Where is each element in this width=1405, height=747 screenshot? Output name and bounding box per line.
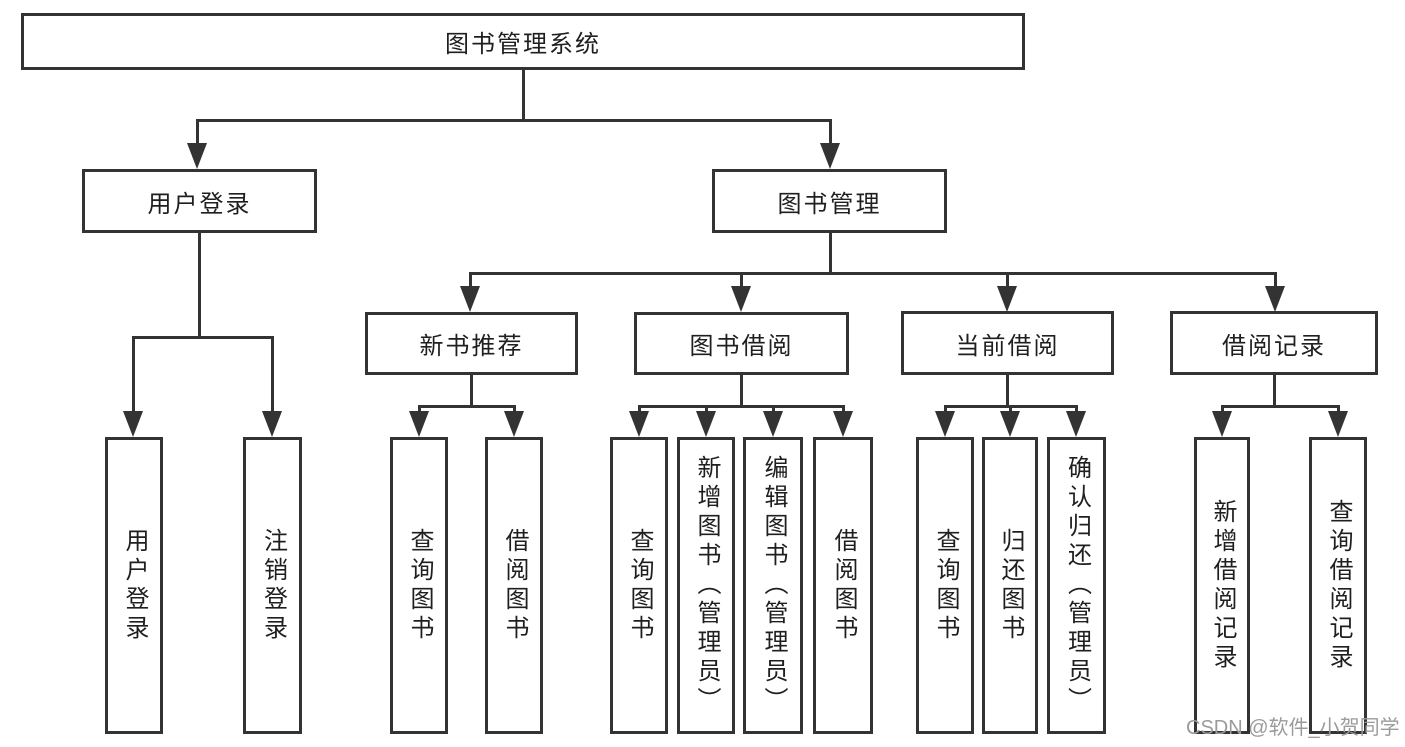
connector-mgmt-bus (468, 272, 1277, 275)
connector-nb-stem (469, 375, 473, 407)
connector-login-drop-2 (270, 336, 274, 414)
node-book-management-label: 图书管理 (777, 190, 882, 218)
leaf-br-add-record-label: 新增借阅记录 (1209, 498, 1236, 673)
leaf-user-login: 用户登录 (105, 437, 163, 734)
leaf-cb-query-books-label: 查询图书 (932, 527, 959, 644)
leaf-nb-query-books: 查询图书 (390, 437, 448, 734)
connector-root-drop-right (828, 119, 832, 148)
connector-bb-stem (739, 375, 743, 407)
arrowhead-br-query-record (1328, 411, 1348, 437)
arrowhead-br-add-record (1212, 411, 1232, 437)
node-root-label: 图书管理系统 (445, 31, 601, 58)
connector-login-stem (197, 233, 201, 338)
arrowhead-user-login (187, 143, 207, 169)
leaf-br-add-record: 新增借阅记录 (1194, 437, 1250, 734)
leaf-cb-confirm-return-admin-label: 确认归还（管理员） (1063, 455, 1091, 716)
connector-bb-drop-4 (841, 405, 845, 415)
arrowhead-borrowing-records (1265, 286, 1285, 312)
arrowhead-bb-borrow-books (833, 411, 853, 437)
node-book-management: 图书管理 (712, 169, 947, 233)
node-book-borrowing-label: 图书借阅 (689, 333, 794, 360)
leaf-bb-borrow-books-label: 借阅图书 (830, 527, 857, 644)
connector-bb-drop-1 (637, 405, 641, 415)
leaf-cb-return-books-label: 归还图书 (997, 527, 1024, 644)
arrowhead-nb-query-books (409, 411, 429, 437)
leaf-bb-add-books-admin: 新增图书（管理员） (677, 437, 735, 734)
node-user-login-label: 用户登录 (147, 190, 252, 218)
watermark: CSDN @软件_小贺同学 (1186, 717, 1400, 739)
leaf-cb-query-books: 查询图书 (916, 437, 974, 734)
connector-nb-bus (417, 405, 516, 408)
connector-login-bus (131, 336, 274, 339)
connector-login-drop-1 (131, 336, 135, 414)
leaf-bb-query-books-label: 查询图书 (626, 527, 653, 644)
arrowhead-cb-return-books (1000, 411, 1020, 437)
connector-br-bus (1220, 405, 1340, 408)
arrowhead-book-borrowing (731, 286, 751, 312)
arrowhead-bb-query-books (629, 411, 649, 437)
connector-nb-drop-1 (417, 405, 421, 415)
leaf-br-query-record-label: 查询借阅记录 (1325, 498, 1352, 673)
connector-br-drop-2 (1336, 405, 1340, 415)
connector-nb-drop-2 (512, 405, 516, 415)
arrowhead-leaf-logout (262, 411, 282, 437)
connector-cb-stem (1005, 375, 1009, 407)
arrowhead-cb-confirm-return (1066, 411, 1086, 437)
connector-mgmt-drop-4 (1273, 272, 1277, 290)
connector-bb-bus (637, 405, 845, 408)
arrowhead-bb-edit-books (763, 411, 783, 437)
connector-root-bus (195, 119, 832, 122)
connector-cb-drop-2 (1008, 405, 1012, 415)
connector-cb-drop-1 (943, 405, 947, 415)
node-current-borrowing: 当前借阅 (901, 311, 1114, 375)
connector-mgmt-drop-2 (739, 272, 743, 290)
connector-br-stem (1272, 375, 1276, 407)
arrowhead-book-management (820, 143, 840, 169)
leaf-logout-label: 注销登录 (259, 527, 287, 644)
connector-bb-drop-2 (704, 405, 708, 415)
arrowhead-leaf-user-login (123, 411, 143, 437)
leaf-bb-edit-books-admin: 编辑图书（管理员） (743, 437, 803, 734)
arrowhead-new-book-recommend (460, 286, 480, 312)
leaf-bb-add-books-admin-label: 新增图书（管理员） (693, 455, 720, 716)
leaf-logout: 注销登录 (243, 437, 302, 734)
node-root: 图书管理系统 (21, 13, 1025, 70)
connector-bb-drop-3 (771, 405, 775, 415)
node-current-borrowing-label: 当前借阅 (955, 332, 1060, 360)
leaf-br-query-record: 查询借阅记录 (1309, 437, 1367, 734)
node-book-borrowing: 图书借阅 (634, 312, 849, 375)
node-borrowing-records: 借阅记录 (1170, 311, 1378, 375)
node-new-book-recommend-label: 新书推荐 (419, 333, 524, 360)
connector-cb-drop-3 (1074, 405, 1078, 415)
arrowhead-bb-add-books (696, 411, 716, 437)
leaf-cb-return-books: 归还图书 (982, 437, 1038, 734)
leaf-bb-edit-books-admin-label: 编辑图书（管理员） (760, 455, 787, 716)
node-user-login: 用户登录 (82, 169, 317, 233)
connector-root-drop-left (195, 119, 199, 148)
leaf-bb-query-books: 查询图书 (610, 437, 668, 734)
arrowhead-nb-borrow-books (504, 411, 524, 437)
leaf-nb-query-books-label: 查询图书 (406, 527, 433, 644)
node-new-book-recommend: 新书推荐 (365, 312, 578, 375)
leaf-nb-borrow-books-label: 借阅图书 (501, 527, 528, 644)
connector-mgmt-drop-1 (468, 272, 472, 290)
node-borrowing-records-label: 借阅记录 (1222, 332, 1326, 360)
leaf-user-login-label: 用户登录 (121, 527, 148, 644)
connector-mgmt-drop-3 (1005, 272, 1009, 290)
leaf-bb-borrow-books: 借阅图书 (813, 437, 873, 734)
connector-root-stem (521, 69, 525, 120)
arrowhead-cb-query-books (935, 411, 955, 437)
connector-mgmt-stem (828, 233, 832, 274)
connector-br-drop-1 (1220, 405, 1224, 415)
leaf-cb-confirm-return-admin: 确认归还（管理员） (1047, 437, 1106, 734)
arrowhead-current-borrowing (997, 286, 1017, 312)
leaf-nb-borrow-books: 借阅图书 (485, 437, 543, 734)
